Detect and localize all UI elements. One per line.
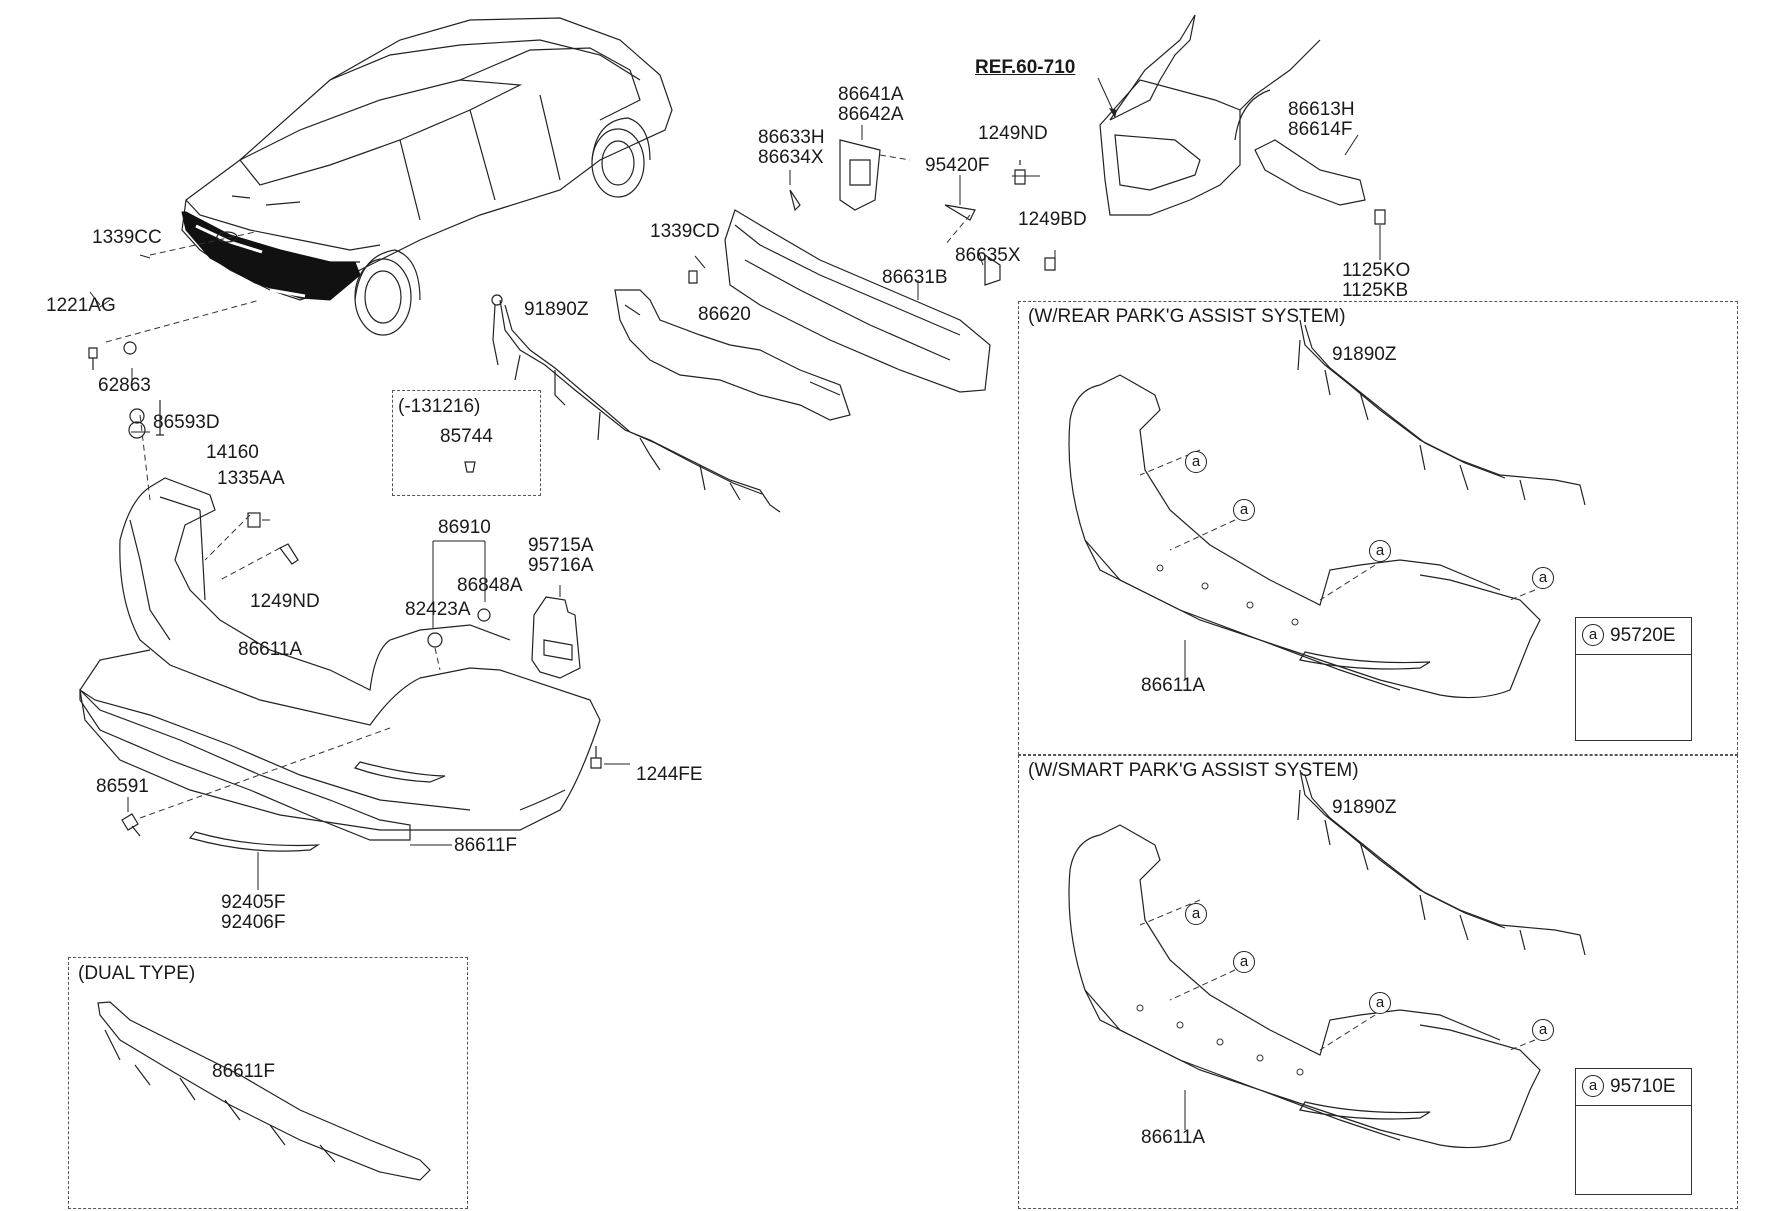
part-label-62863: 62863 (98, 375, 151, 396)
variant-box-dual-type (68, 957, 468, 1209)
part-label-1125kb: 1125KB (1342, 280, 1409, 301)
part-label-95716a: 95716A (528, 555, 594, 576)
part-label-95420f: 95420F (925, 155, 990, 176)
variant-box-rear-park (1018, 301, 1738, 755)
part-label-86611f-main: 86611F (454, 835, 518, 856)
part-label-86611a-rear: 86611A (1141, 675, 1206, 696)
rear-bumper-cover (79, 477, 601, 831)
part-label-86848a: 86848A (457, 575, 523, 596)
variant-title-dual-type: (DUAL TYPE) (78, 963, 196, 984)
part-label-91890z-main: 91890Z (524, 299, 589, 320)
part-label-91890z-smart: 91890Z (1332, 797, 1397, 818)
part-label-85744: 85744 (440, 426, 493, 447)
part-label-86613h: 86613H (1288, 99, 1355, 120)
part-label-92406f: 92406F (221, 912, 286, 933)
part-label-86614f: 86614F (1288, 119, 1353, 140)
part-label-95715a: 95715A (528, 535, 594, 556)
part-label-86611a-smart: 86611A (1141, 1127, 1206, 1148)
part-label-92405f: 92405F (221, 892, 286, 913)
part-label-1339cc: 1339CC (92, 227, 162, 248)
part-label-86910: 86910 (438, 517, 491, 538)
vehicle-outline (181, 17, 673, 336)
callout-a: a (1233, 499, 1255, 521)
part-label-86631b: 86631B (882, 267, 948, 288)
callout-a: a (1532, 567, 1554, 589)
callout-a: a (1582, 624, 1604, 646)
part-label-95720e: 95720E (1610, 625, 1676, 646)
callout-a: a (1233, 951, 1255, 973)
variant-label-131216: (-131216) (398, 396, 481, 417)
ref-label[interactable]: REF.60-710 (975, 57, 1076, 78)
part-label-1244fe: 1244FE (636, 764, 703, 785)
bumper-drawing-rear-park (1068, 319, 1586, 699)
part-label-1125ko: 1125KO (1342, 260, 1411, 281)
part-label-91890z-rear: 91890Z (1332, 344, 1397, 365)
part-label-86620: 86620 (698, 304, 751, 325)
part-label-95710e: 95710E (1610, 1076, 1676, 1097)
part-label-82423a: 82423A (405, 599, 471, 620)
callout-a: a (1185, 903, 1207, 925)
part-label-86634x: 86634X (758, 147, 824, 168)
part-label-1249nd-left: 1249ND (250, 591, 320, 612)
variant-box-131216 (392, 390, 541, 496)
part-label-86591: 86591 (96, 776, 149, 797)
part-label-1339cd: 1339CD (650, 221, 720, 242)
callout-a: a (1369, 540, 1391, 562)
part-label-1335aa: 1335AA (217, 468, 285, 489)
callout-a: a (1582, 1075, 1604, 1097)
part-label-86635x: 86635X (955, 245, 1021, 266)
variant-title-smart-park: (W/SMART PARK'G ASSIST SYSTEM) (1028, 760, 1359, 781)
part-label-86611f-dual: 86611F (212, 1061, 276, 1082)
part-label-1221ag: 1221AG (46, 295, 116, 316)
callout-a: a (1369, 992, 1391, 1014)
part-label-86633h: 86633H (758, 127, 825, 148)
wiring-harness (491, 294, 781, 513)
callout-a: a (1532, 1019, 1554, 1041)
callout-a: a (1185, 451, 1207, 473)
variant-title-rear-park: (W/REAR PARK'G ASSIST SYSTEM) (1028, 306, 1346, 327)
part-label-1249nd-top: 1249ND (978, 123, 1048, 144)
part-label-1249bd: 1249BD (1018, 209, 1087, 230)
part-label-86641a: 86641A (838, 84, 904, 105)
part-label-86611a-main: 86611A (238, 639, 303, 660)
part-label-14160: 14160 (206, 442, 259, 463)
variant-box-smart-park (1018, 755, 1738, 1209)
part-label-86593d: 86593D (153, 412, 220, 433)
part-label-86642a: 86642A (838, 104, 904, 125)
